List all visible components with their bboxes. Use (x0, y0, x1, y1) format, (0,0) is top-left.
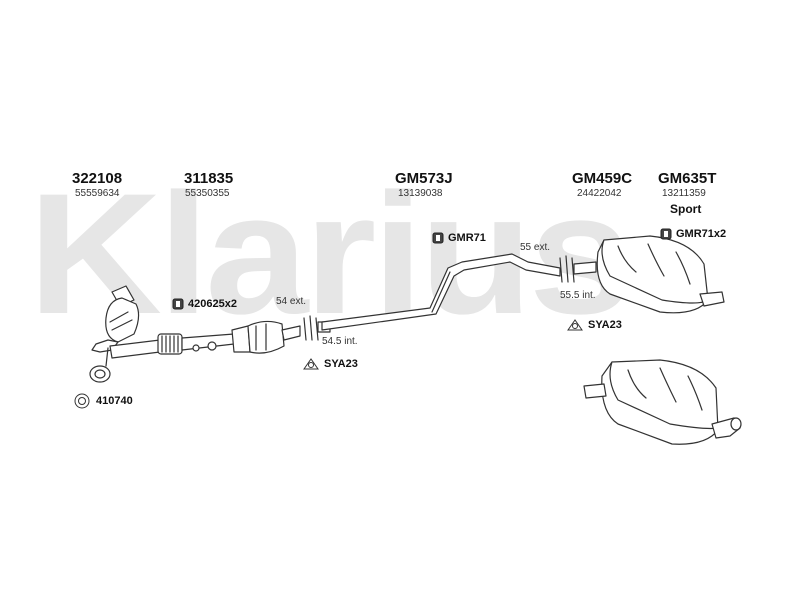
oem-number-24422042: 24422042 (577, 188, 622, 199)
accessory-gmr71: GMR71 (432, 232, 486, 244)
clamp-icon (303, 358, 319, 370)
rear-silencer-GM635T-sport (583, 359, 742, 445)
part-number-322108: 322108 (72, 170, 123, 187)
variant-sport: Sport (670, 202, 702, 216)
clamp-icon (567, 319, 583, 331)
centre-pipe-GM573J (321, 253, 561, 331)
dimension-55-ext: 55 ext. (520, 242, 551, 253)
dimension-55-5-int: 55.5 int. (560, 290, 596, 301)
part-number-GM573J: GM573J (395, 170, 453, 187)
front-catalyst-322108 (89, 285, 140, 383)
oem-number-55559634: 55559634 (75, 188, 120, 199)
rubber-hanger-icon (432, 232, 444, 244)
oem-number-55350355: 55350355 (185, 188, 230, 199)
rubber-hanger-icon (660, 228, 672, 240)
accessory-420625x2: 420625x2 (172, 298, 237, 310)
dimension-54-5-int: 54.5 int. (322, 336, 358, 347)
gasket-ring-icon (74, 393, 90, 409)
accessory-410740: 410740 (72, 392, 133, 410)
oem-number-13211359: 13211359 (662, 188, 706, 199)
part-number-GM459C: GM459C (572, 170, 633, 187)
part-number-311835: 311835 (184, 170, 234, 187)
clamp-right (559, 255, 597, 283)
accessory-sya23-right: SYA23 (566, 318, 622, 332)
rear-silencer-GM459C (596, 235, 725, 314)
rubber-hanger-icon (172, 298, 184, 310)
part-number-GM635T: GM635T (658, 170, 717, 187)
accessory-sya23-left: SYA23 (302, 357, 358, 371)
front-pipe-311835 (109, 320, 301, 359)
dimension-54-ext: 54 ext. (276, 296, 307, 307)
accessory-gmr71x2: GMR71x2 (660, 228, 726, 240)
oem-number-13139038: 13139038 (398, 188, 443, 199)
